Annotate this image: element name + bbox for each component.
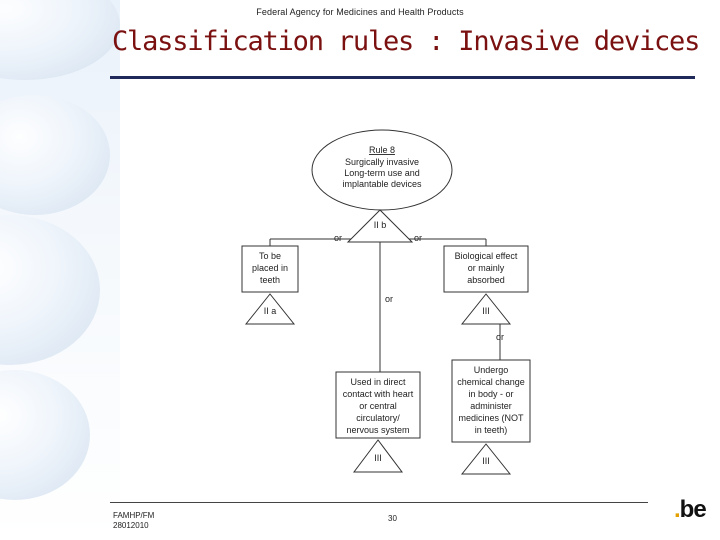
heart-contact-node: Used in direct contact with heart or cen… bbox=[335, 371, 421, 473]
box-line: Used in direct bbox=[350, 377, 406, 387]
footer-info: FAMHP/FM 28012010 bbox=[113, 511, 154, 531]
rule-line: Long-term use and bbox=[344, 168, 420, 178]
classification-flowchart: Rule 8 Surgically invasive Long-term use… bbox=[241, 129, 531, 475]
box-line: absorbed bbox=[467, 275, 505, 285]
class-label: II a bbox=[264, 306, 277, 316]
be-logo-text: be bbox=[679, 496, 707, 523]
footer-divider bbox=[110, 502, 648, 503]
be-logo: .be bbox=[674, 496, 707, 524]
root-class-node: II b bbox=[346, 209, 414, 243]
box-line: medicines (NOT bbox=[458, 413, 524, 423]
class-triangle bbox=[460, 293, 512, 325]
or-label: or bbox=[334, 233, 342, 243]
criterion-box bbox=[335, 371, 421, 439]
footer-date: 28012010 bbox=[113, 521, 149, 530]
be-logo-dot: . bbox=[674, 496, 681, 523]
box-line: or central bbox=[359, 401, 397, 411]
box-line: placed in bbox=[252, 263, 288, 273]
criterion-box bbox=[241, 245, 299, 293]
criterion-box bbox=[443, 245, 529, 293]
class-triangle bbox=[244, 293, 296, 325]
box-line: contact with heart bbox=[343, 389, 414, 399]
page-number: 30 bbox=[388, 514, 397, 523]
class-label: III bbox=[482, 456, 490, 466]
criterion-box bbox=[451, 359, 531, 443]
rule-ellipse bbox=[311, 129, 453, 211]
slide-title: Classification rules : Invasive devices bbox=[112, 26, 700, 57]
box-line: Biological effect bbox=[455, 251, 518, 261]
rule-line: implantable devices bbox=[342, 179, 422, 189]
box-line: in teeth) bbox=[475, 425, 508, 435]
background-decoration bbox=[0, 0, 120, 540]
class-triangle bbox=[460, 443, 512, 475]
or-label: or bbox=[385, 294, 393, 304]
box-line: To be bbox=[259, 251, 281, 261]
box-line: teeth bbox=[260, 275, 280, 285]
box-line: nervous system bbox=[346, 425, 409, 435]
pill-shape bbox=[0, 95, 110, 215]
rule-line: Surgically invasive bbox=[345, 157, 419, 167]
box-line: in body - or bbox=[468, 389, 513, 399]
or-label: or bbox=[496, 332, 504, 342]
class-triangle bbox=[346, 209, 414, 243]
footer-org: FAMHP/FM bbox=[113, 511, 155, 520]
pill-shape bbox=[0, 370, 90, 500]
agency-header: Federal Agency for Medicines and Health … bbox=[256, 7, 464, 17]
class-triangle bbox=[353, 439, 403, 473]
connector-lines bbox=[269, 238, 501, 372]
box-line: administer bbox=[470, 401, 512, 411]
box-line: Undergo bbox=[474, 365, 509, 375]
or-label: or bbox=[414, 233, 422, 243]
rule-title: Rule 8 bbox=[369, 145, 395, 155]
box-line: or mainly bbox=[468, 263, 505, 273]
teeth-node: To be placed in teeth II a bbox=[241, 245, 299, 325]
class-label: III bbox=[482, 306, 490, 316]
biological-effect-node: Biological effect or mainly absorbed III bbox=[443, 245, 529, 325]
rule-node: Rule 8 Surgically invasive Long-term use… bbox=[311, 129, 453, 211]
class-label: II b bbox=[374, 220, 387, 230]
box-line: chemical change bbox=[457, 377, 525, 387]
chemical-change-node: Undergo chemical change in body - or adm… bbox=[451, 359, 531, 475]
box-line: circulatory/ bbox=[356, 413, 400, 423]
class-label: III bbox=[374, 453, 382, 463]
title-underline bbox=[110, 76, 695, 79]
pill-shape bbox=[0, 215, 100, 365]
